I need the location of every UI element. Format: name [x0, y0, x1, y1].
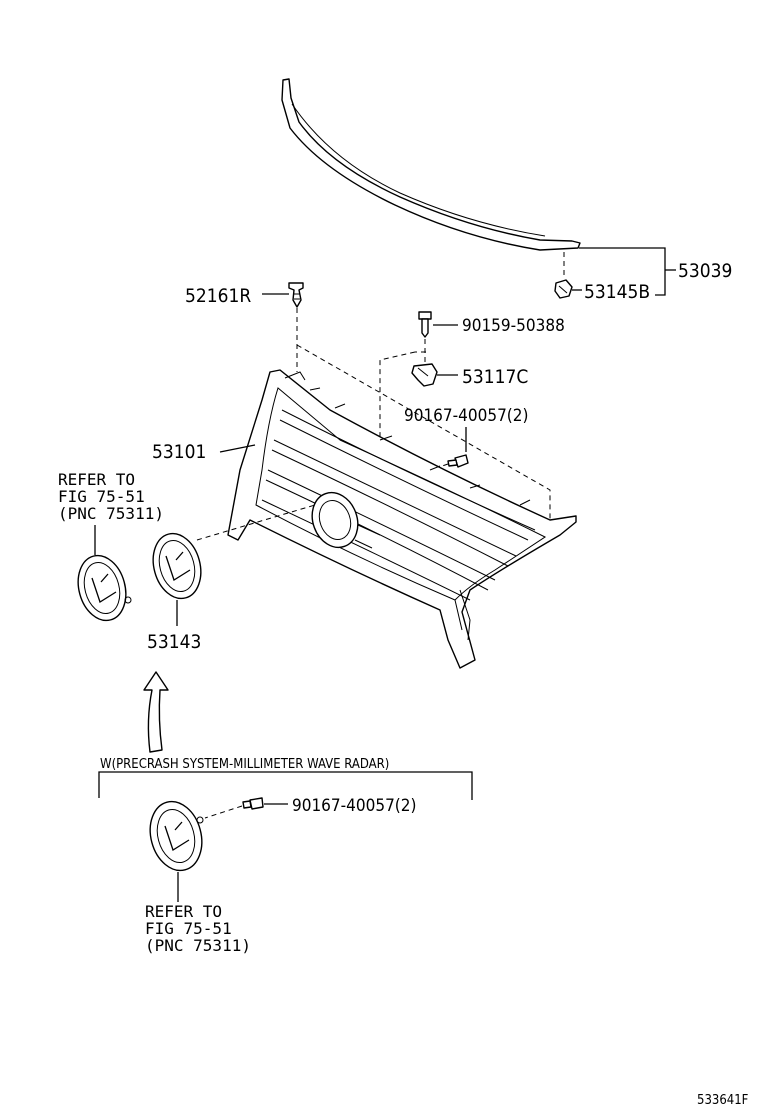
clip-52161R-icon — [288, 282, 304, 308]
dash-assembly-right — [296, 344, 551, 520]
arrow-up-icon — [143, 671, 169, 753]
label-52161R: 52161R — [185, 285, 251, 307]
emblem-refer-bottom-icon — [149, 800, 204, 872]
label-53143: 53143 — [147, 631, 201, 653]
condition-note: W(PRECRASH SYSTEM-MILLIMETER WAVE RADAR) — [100, 757, 389, 772]
refer-bottom-line2: FIG 75-51 — [145, 919, 232, 938]
label-53101: 53101 — [152, 441, 206, 463]
grille-53101 — [227, 369, 577, 669]
emblem-53143-icon — [152, 532, 202, 600]
refer-top-line2: FIG 75-51 — [58, 487, 145, 506]
clip-53145B-icon — [554, 279, 573, 299]
refer-top-line1: REFER TO — [58, 470, 135, 489]
screw-90167-top-icon — [447, 454, 469, 468]
leader-53039 — [579, 247, 666, 296]
label-90159-50388: 90159-50388 — [462, 316, 565, 336]
label-53117C: 53117C — [462, 366, 528, 388]
condition-bracket — [98, 771, 473, 800]
leader-53101 — [219, 444, 256, 453]
label-53039: 53039 — [678, 260, 732, 282]
bracket-53117C-icon — [411, 363, 438, 387]
dash-90167-bottom — [204, 805, 243, 819]
refer-top-line3: (PNC 75311) — [58, 504, 164, 523]
label-90167-40057-top: 90167-40057(2) — [404, 406, 528, 426]
dash-emblem — [196, 504, 316, 541]
grille-molding-strip — [281, 78, 581, 251]
emblem-refer-top-icon — [77, 554, 132, 622]
refer-bottom-line1: REFER TO — [145, 902, 222, 921]
screw-90159-50388-icon — [418, 311, 432, 338]
screw-90167-bottom-icon — [242, 797, 264, 810]
label-90167-40057-bottom: 90167-40057(2) — [292, 796, 416, 816]
label-53145B: 53145B — [584, 281, 650, 303]
figure-id: 533641F — [697, 1093, 749, 1108]
dash-53117C-a — [379, 351, 416, 448]
refer-bottom-line3: (PNC 75311) — [145, 936, 251, 955]
